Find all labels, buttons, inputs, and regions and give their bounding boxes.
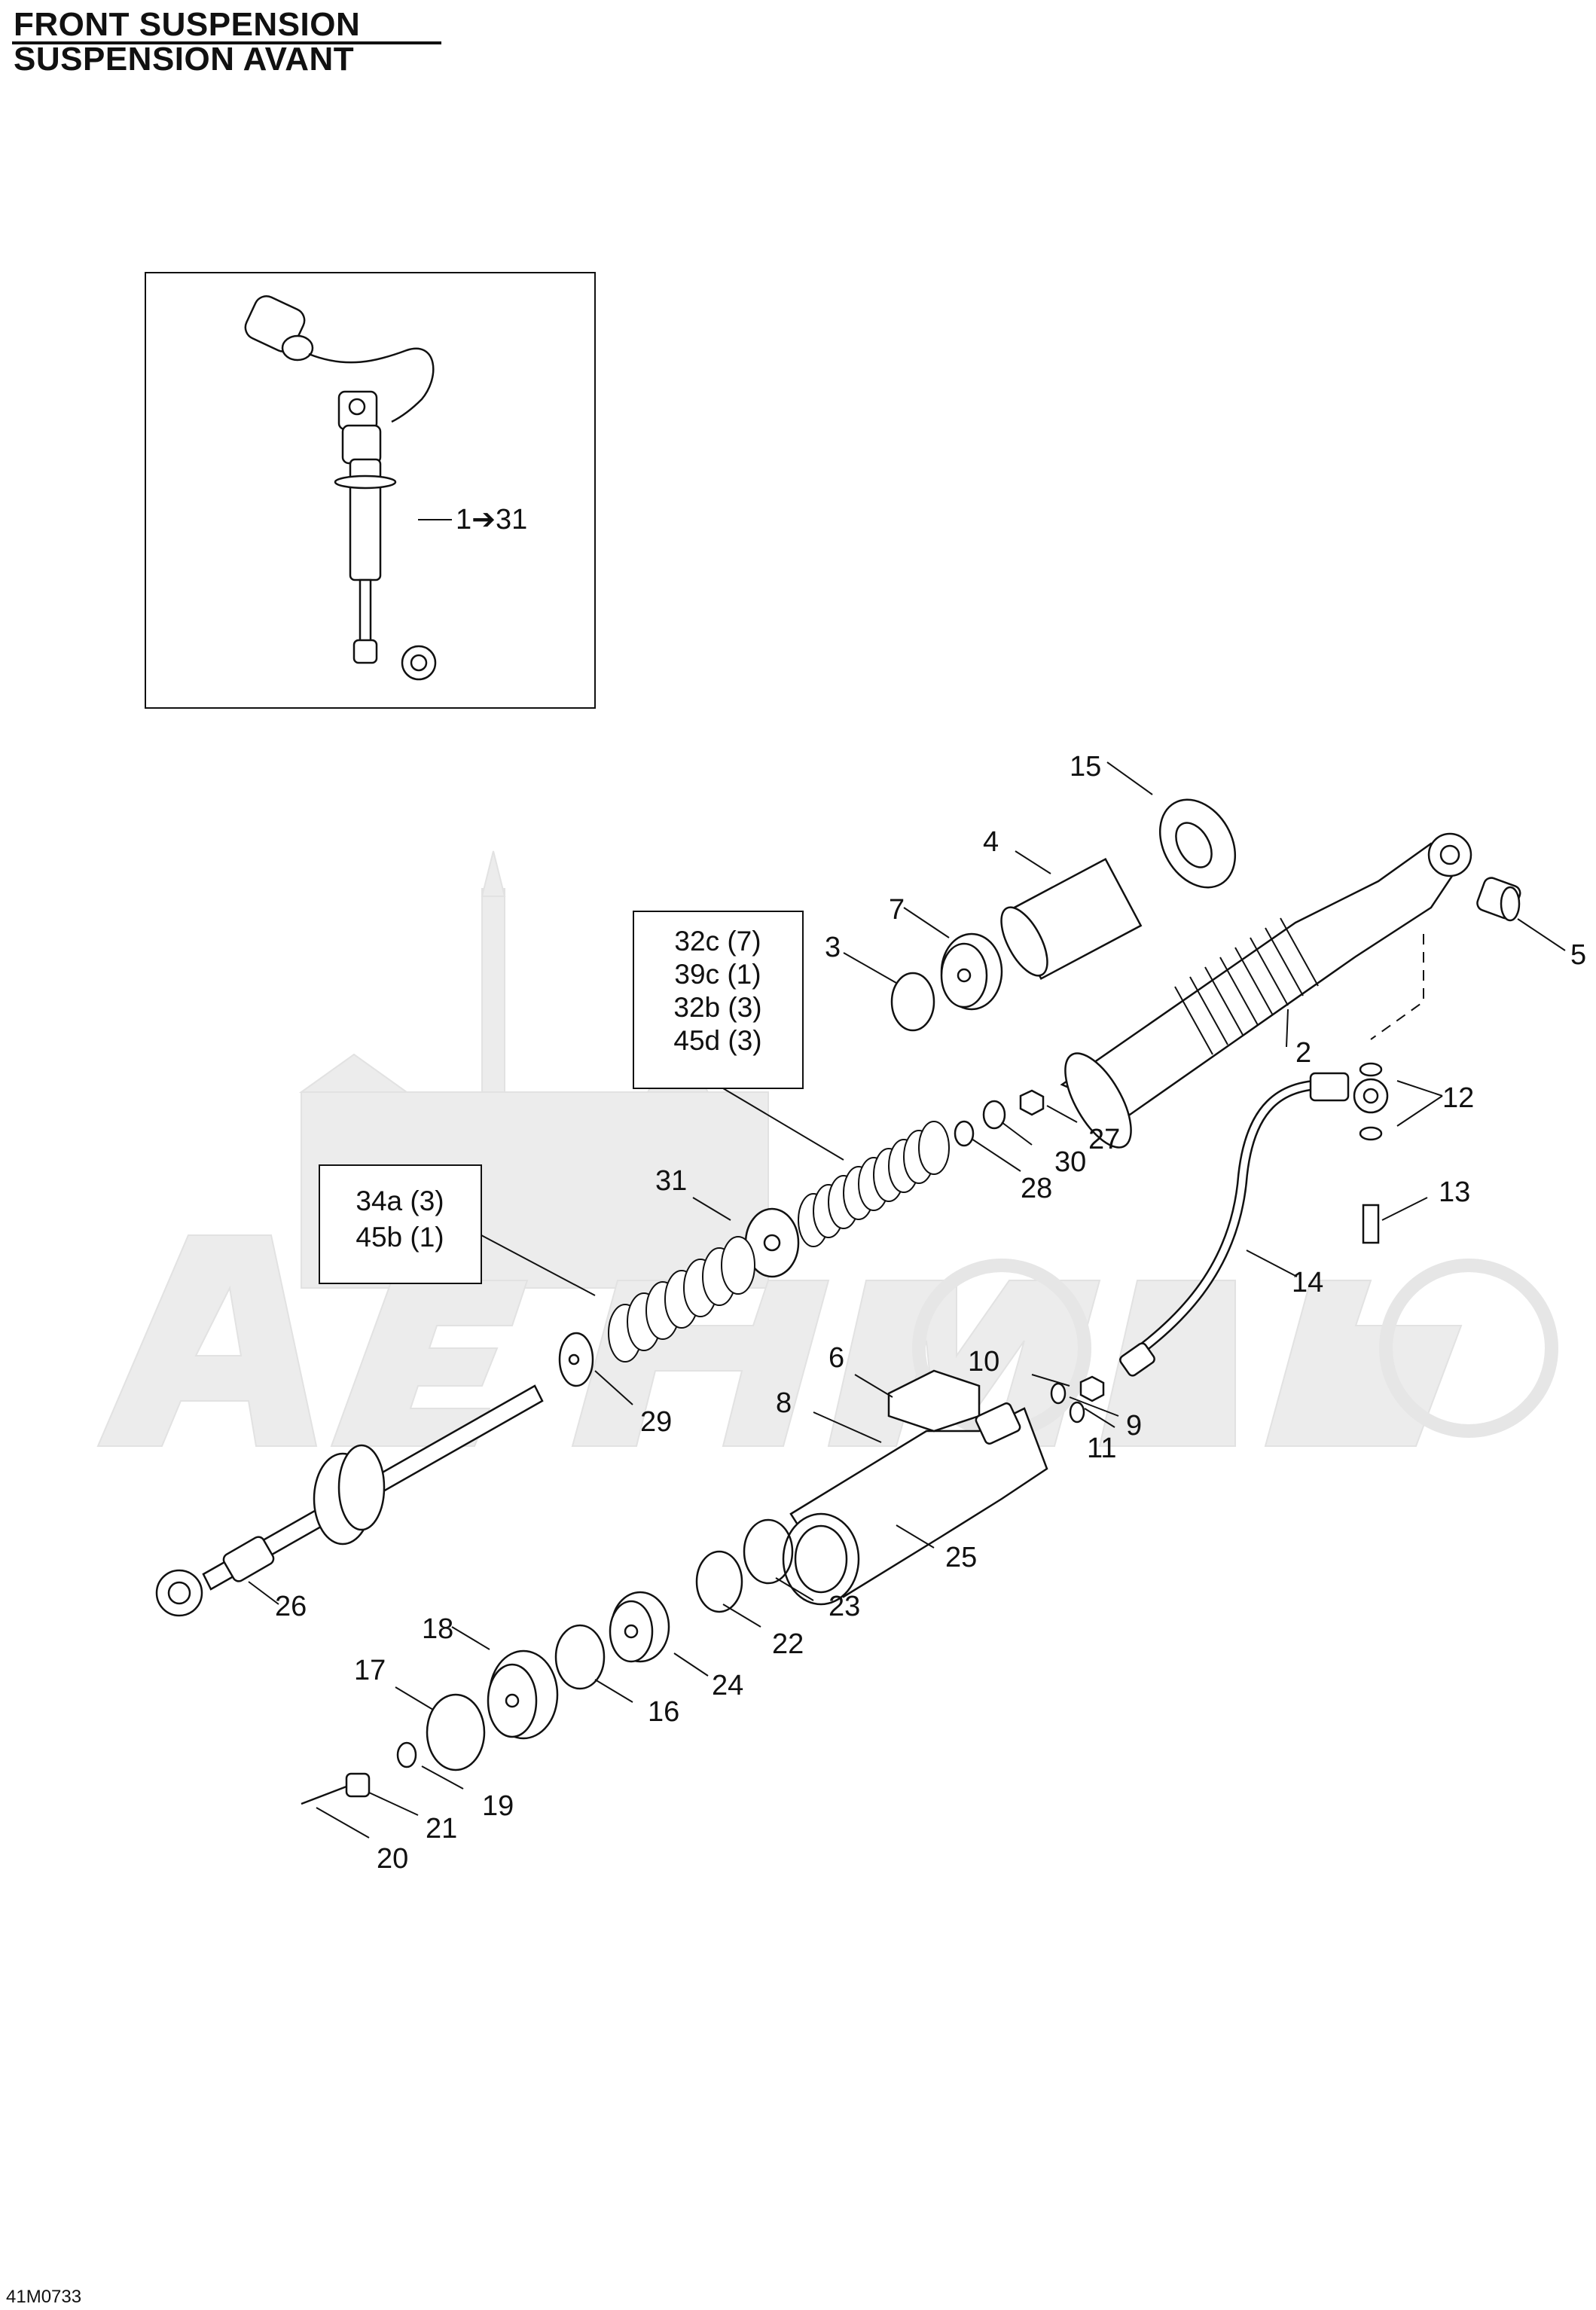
callout-8: 8 [776, 1387, 792, 1419]
kit-upper-line-1: 32c (7) [674, 926, 761, 957]
callout-25: 25 [945, 1542, 977, 1573]
kit-upper-line-3: 32b (3) [673, 992, 761, 1023]
callout-29: 29 [640, 1406, 672, 1438]
callout-17: 17 [354, 1655, 386, 1686]
valve-stack-upper [798, 1121, 950, 1247]
figure-code: 41M0733 [6, 2287, 82, 2307]
callout-26: 26 [275, 1591, 307, 1622]
callout-30: 30 [1054, 1146, 1086, 1178]
callout-19: 19 [482, 1790, 514, 1822]
callout-6: 6 [829, 1342, 844, 1374]
callout-7: 7 [889, 894, 905, 926]
shaft [155, 1384, 544, 1617]
shock-body [1060, 832, 1472, 1149]
alignment-line [1370, 934, 1424, 1040]
kit-box-lower: 34a (3) 45b (1) [319, 1164, 482, 1284]
callout-11: 11 [1087, 1433, 1116, 1464]
callout-22: 22 [772, 1628, 804, 1660]
callout-3: 3 [825, 932, 841, 963]
range-label: 1➔31 [456, 504, 527, 536]
callout-31: 31 [655, 1165, 687, 1197]
shock-assembly [155, 798, 1521, 1805]
inset-overview: 1➔31 [145, 272, 596, 709]
leader-lines [248, 761, 1566, 1839]
callouts: 15 4 7 3 5 2 12 13 14 27 30 28 31 29 6 8… [275, 751, 1586, 1875]
kit-lower-line-2: 45b (1) [356, 1222, 444, 1253]
callout-4: 4 [983, 826, 999, 858]
page-subtitle: SUSPENSION AVANT [14, 41, 355, 78]
bushing [1476, 877, 1521, 922]
callout-2: 2 [1295, 1037, 1311, 1069]
kit-lower-line-1: 34a (3) [356, 1186, 444, 1216]
callout-9: 9 [1126, 1410, 1142, 1442]
kit-upper-line-2: 39c (1) [674, 959, 761, 990]
callout-18: 18 [422, 1613, 453, 1645]
callout-21: 21 [426, 1813, 457, 1845]
kit-upper-line-4: 45d (3) [673, 1025, 761, 1056]
page-title: FRONT SUSPENSION [14, 6, 361, 43]
title-underline [12, 41, 441, 44]
callout-12: 12 [1442, 1082, 1474, 1114]
callout-13: 13 [1439, 1176, 1470, 1208]
callout-10: 10 [968, 1346, 999, 1378]
callout-14: 14 [1292, 1267, 1323, 1298]
callout-20: 20 [377, 1843, 408, 1875]
callout-24: 24 [712, 1670, 743, 1701]
callout-15: 15 [1070, 751, 1101, 783]
callout-28: 28 [1021, 1173, 1052, 1204]
callout-5: 5 [1570, 939, 1586, 971]
kit-box-upper: 32c (7) 39c (1) 32b (3) 45d (3) [633, 911, 804, 1089]
callout-16: 16 [648, 1696, 679, 1728]
valve-stack-lower [608, 1236, 755, 1363]
reservoir [782, 1369, 1048, 1606]
callout-27: 27 [1088, 1124, 1120, 1155]
callout-23: 23 [829, 1591, 860, 1622]
